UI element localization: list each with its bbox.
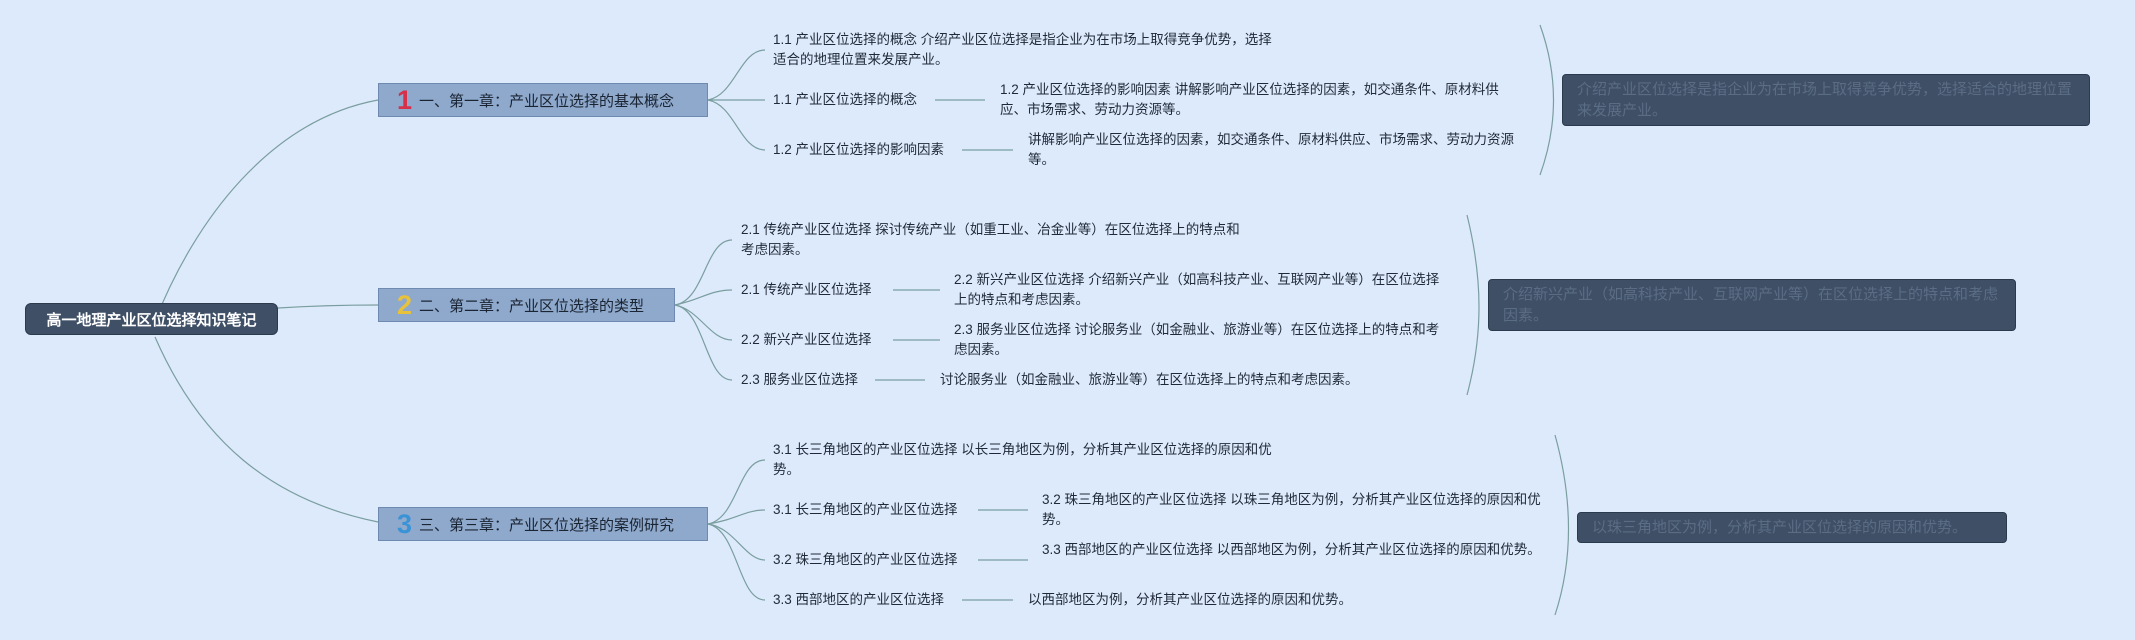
ch1-detail-1[interactable]: 1.2 产业区位选择的影响因素 讲解影响产业区位选择的因素，如交通条件、原材料供…: [1000, 82, 1499, 117]
ch1-item-2[interactable]: 1.1 产业区位选择的概念: [773, 92, 918, 107]
ch2-summary-text: 介绍新兴产业（如高科技产业、互联网产业等）在区位选择上的特点和考虑因素。: [1503, 286, 1999, 324]
ch1-item-3[interactable]: 1.2 产业区位选择的影响因素: [773, 142, 945, 157]
ch3-item-2[interactable]: 3.1 长三角地区的产业区位选择: [773, 502, 958, 517]
chapter-2-number: 2: [397, 289, 413, 320]
connector-ch2-item3: [674, 304, 733, 341]
connector-ch3-item3: [707, 523, 766, 561]
ch1-detail-2[interactable]: 讲解影响产业区位选择的因素，如交通条件、原材料供应、市场需求、劳动力资源等。: [1028, 132, 1514, 167]
chapter-1-title: 一、第一章：产业区位选择的基本概念: [419, 92, 675, 110]
connector-ch2-item1: [674, 239, 733, 306]
chapter-1-node[interactable]: 1 一、第一章：产业区位选择的基本概念: [378, 83, 708, 117]
ch2-detail-2[interactable]: 2.3 服务业区位选择 讨论服务业（如金融业、旅游业等）在区位选择上的特点和考虑…: [954, 322, 1440, 357]
brace-ch3: [1554, 434, 1570, 616]
ch2-detail-1[interactable]: 2.2 新兴产业区位选择 介绍新兴产业（如高科技产业、互联网产业等）在区位选择上…: [954, 272, 1440, 307]
chapter-2-node[interactable]: 2 二、第二章：产业区位选择的类型: [378, 288, 675, 322]
chapter-3-node[interactable]: 3 三、第三章：产业区位选择的案例研究: [378, 507, 708, 541]
connector-ch2-item2: [674, 289, 733, 306]
brace-ch2: [1466, 214, 1480, 396]
ch3-summary[interactable]: 以珠三角地区为例，分析其产业区位选择的原因和优势。: [1577, 512, 2007, 543]
ch1-item-1[interactable]: 1.1 产业区位选择的概念 介绍产业区位选择是指企业为在市场上取得竞争优势，选择…: [773, 32, 1272, 67]
ch1-summary[interactable]: 介绍产业区位选择是指企业为在市场上取得竞争优势，选择适合的地理位置来发展产业。: [1562, 74, 2090, 126]
connector-root-ch1: [154, 99, 379, 322]
ch3-item-3[interactable]: 3.2 珠三角地区的产业区位选择: [773, 552, 958, 567]
connector-ch3-item4: [707, 523, 766, 601]
chapter-3-title: 三、第三章：产业区位选择的案例研究: [419, 516, 675, 534]
ch3-detail-3[interactable]: 以西部地区为例，分析其产业区位选择的原因和优势。: [1028, 592, 1352, 607]
ch2-item-1[interactable]: 2.1 传统产业区位选择 探讨传统产业（如重工业、冶金业等）在区位选择上的特点和…: [741, 222, 1240, 257]
connector-ch2-item4: [674, 304, 733, 381]
ch3-summary-text: 以珠三角地区为例，分析其产业区位选择的原因和优势。: [1592, 519, 1968, 536]
ch2-item-4[interactable]: 2.3 服务业区位选择: [741, 372, 859, 387]
chapter-2-title: 二、第二章：产业区位选择的类型: [419, 297, 645, 315]
ch3-detail-2[interactable]: 3.3 西部地区的产业区位选择 以西部地区为例，分析其产业区位选择的原因和优势。: [1042, 542, 1541, 557]
ch2-item-3[interactable]: 2.2 新兴产业区位选择: [741, 332, 872, 347]
ch3-item-4[interactable]: 3.3 西部地区的产业区位选择: [773, 592, 945, 607]
connector-ch1-item1: [707, 49, 766, 101]
connector-ch3-item2: [707, 509, 766, 525]
root-label: 高一地理产业区位选择知识笔记: [46, 311, 257, 329]
connector-root-ch3: [154, 336, 379, 523]
ch1-summary-text: 介绍产业区位选择是指企业为在市场上取得竞争优势，选择适合的地理位置来发展产业。: [1577, 81, 2073, 119]
ch2-item-2[interactable]: 2.1 传统产业区位选择: [741, 282, 872, 297]
root-node[interactable]: 高一地理产业区位选择知识笔记: [25, 303, 278, 335]
connector-ch3-item1: [707, 459, 766, 525]
connector-ch1-item3: [707, 99, 766, 151]
brace-ch1: [1539, 24, 1555, 176]
ch2-summary[interactable]: 介绍新兴产业（如高科技产业、互联网产业等）在区位选择上的特点和考虑因素。: [1488, 279, 2016, 331]
chapter-3-number: 3: [397, 508, 413, 539]
chapter-1-number: 1: [397, 84, 413, 115]
connector-root-ch2: [277, 304, 379, 309]
ch2-detail-3[interactable]: 讨论服务业（如金融业、旅游业等）在区位选择上的特点和考虑因素。: [940, 372, 1359, 387]
ch3-detail-1[interactable]: 3.2 珠三角地区的产业区位选择 以珠三角地区为例，分析其产业区位选择的原因和优…: [1042, 492, 1541, 527]
ch3-item-1[interactable]: 3.1 长三角地区的产业区位选择 以长三角地区为例，分析其产业区位选择的原因和优…: [773, 442, 1272, 477]
